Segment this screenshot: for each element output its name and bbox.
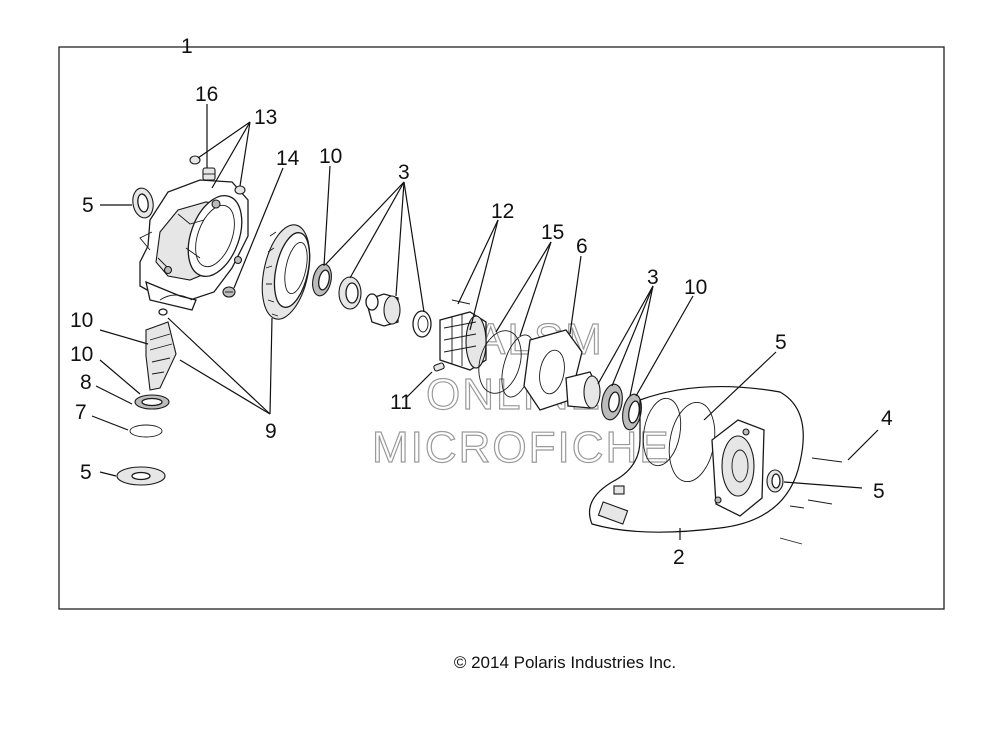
part-spacer	[365, 293, 401, 327]
copyright-footer: © 2014 Polaris Industries Inc.	[453, 653, 677, 672]
diagram-frame	[58, 46, 945, 610]
part-seal-top-left	[132, 187, 154, 219]
callout-10-lower-b: 10	[70, 343, 93, 366]
part-seal-ring-right	[622, 393, 642, 431]
callout-5-right-lower: 5	[873, 480, 885, 503]
part-bearing-upper	[312, 263, 332, 297]
callout-1: 1	[181, 35, 193, 58]
part-seal-right	[766, 469, 784, 493]
callout-9: 9	[265, 420, 277, 443]
part-seal-bottom	[116, 466, 166, 486]
watermark-line-3: MICROFICHE	[372, 423, 671, 472]
callout-15: 15	[541, 221, 564, 244]
part-gearcase-housing	[139, 179, 249, 311]
callout-5-left: 5	[82, 194, 94, 217]
part-bearing-right	[601, 383, 623, 421]
part-cover	[711, 419, 765, 517]
callout-numbers: 1 16 13 14 10 3 12 15 6 3 10 5 4 5 2 5 1…	[70, 35, 893, 569]
part-shim-2	[412, 310, 432, 338]
leader-lines	[91, 104, 879, 540]
callout-5-right-upper: 5	[775, 331, 787, 354]
callout-13: 13	[254, 106, 277, 129]
callout-5-bottom: 5	[80, 461, 92, 484]
callout-4: 4	[881, 407, 893, 430]
callout-11: 11	[390, 391, 412, 414]
callout-3-lower: 3	[647, 266, 659, 289]
part-ring-gear	[261, 224, 311, 320]
part-hub-right	[565, 371, 601, 409]
part-pin-11	[433, 362, 445, 372]
callout-3-upper: 3	[398, 161, 410, 184]
callout-8: 8	[80, 371, 92, 394]
part-shim-1	[338, 276, 362, 310]
callout-6: 6	[576, 235, 588, 258]
part-assembly-2-components	[597, 485, 629, 525]
callout-10-right: 10	[684, 276, 707, 299]
part-ring-7	[129, 424, 163, 438]
part-pinion-shaft	[145, 308, 177, 391]
part-plugs-13	[189, 155, 246, 298]
part-bolts	[779, 457, 843, 545]
part-vent-16	[202, 167, 216, 181]
callout-16: 16	[195, 83, 218, 106]
callout-10-upper: 10	[319, 145, 342, 168]
watermark: ALSM ONLINE MICROFICHE	[371, 314, 671, 472]
assembly-2-outline	[588, 385, 804, 533]
callout-2: 2	[673, 546, 685, 569]
part-bearing-cup-8	[134, 394, 170, 410]
callout-12: 12	[491, 200, 514, 223]
callout-7: 7	[75, 401, 87, 424]
part-differential-cage	[439, 299, 487, 371]
callout-10-lower-a: 10	[70, 309, 93, 332]
callout-14: 14	[276, 147, 300, 170]
